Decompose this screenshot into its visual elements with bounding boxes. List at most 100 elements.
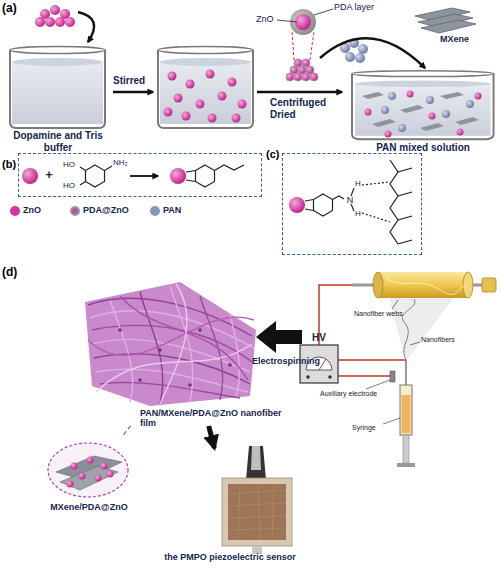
legend-swatch [150, 206, 160, 216]
annotation-label: Auxiliary electrode [320, 390, 396, 398]
panel-letter: (a) [2, 2, 26, 16]
nanofiber-film [138, 378, 142, 382]
reaction-scheme [105, 166, 113, 171]
hv-supply [306, 375, 310, 379]
node-text: Dopamine and Tris buffer [13, 130, 103, 153]
beaker [158, 50, 253, 128]
beaker [355, 84, 491, 136]
nanofiber-film [110, 300, 133, 402]
pda-zno-particles [196, 100, 205, 109]
zoom-detail [48, 443, 128, 497]
nanofiber-film [200, 296, 223, 400]
beaker [160, 62, 251, 124]
legend-swatch [70, 206, 80, 216]
pour-arrow [78, 12, 94, 42]
mixed-solution-contents [398, 124, 406, 132]
sensor-photo [272, 484, 274, 540]
syringe [397, 463, 415, 467]
reaction-box: HOHONH₂+ [18, 153, 262, 197]
nanofiber-film [188, 383, 192, 387]
annotation-label: Syringe [352, 424, 386, 432]
pan-particles [358, 44, 368, 54]
node-text: the PMPO piezoelectric sensor [160, 552, 300, 562]
sensor-photo [222, 478, 292, 546]
transfer-arrow [320, 38, 425, 68]
pda-zno-particles [186, 80, 195, 89]
mixed-solution-contents [385, 131, 392, 138]
leader-line [366, 300, 420, 424]
nanofiber-film [228, 363, 232, 367]
pda-zno-particles [206, 70, 215, 79]
reaction-scheme [86, 165, 105, 187]
zoom-detail [48, 443, 128, 497]
annotation-label: PDA layer [334, 2, 394, 12]
reaction-scheme [22, 168, 38, 184]
zno-particles [45, 17, 55, 27]
hydrogen-bond-structure [398, 240, 412, 244]
legend-entry: PAN [150, 206, 200, 218]
fiber-jet [390, 299, 452, 360]
beaker [355, 80, 491, 87]
beaker [352, 74, 494, 140]
node-text: MXene/PDA@ZnO [28, 502, 150, 512]
pda-zno-particles [208, 114, 217, 123]
structure-box: NHH [282, 153, 422, 255]
node-text: HO [63, 181, 81, 190]
mixed-solution-contents [429, 113, 436, 120]
syringe [403, 435, 409, 463]
hydrogen-bond-structure [398, 192, 412, 196]
leader-line [277, 9, 333, 22]
pda-zno-particles [164, 70, 247, 123]
reaction-scheme [215, 165, 245, 171]
annotation-label: Stirred [113, 75, 155, 87]
node-text: + [43, 168, 55, 183]
wire [338, 375, 390, 377]
mixed-solution-contents [440, 92, 464, 99]
nanofiber-film [88, 284, 254, 404]
beaker [158, 47, 253, 54]
mixed-solution-contents [381, 106, 389, 114]
nanofiber-film [170, 286, 193, 402]
nanofiber-film [85, 282, 256, 406]
mxene-flakes [421, 20, 476, 33]
node-text: HV [298, 332, 340, 344]
hydrogen-bond-structure [390, 160, 398, 244]
annotation-label: Electrospinning [252, 356, 326, 366]
mixed-solution-contents [362, 91, 482, 138]
zoom-circle: MXene/PDA@ZnO [28, 436, 150, 518]
legend-entry: ZnO [10, 206, 60, 218]
hydrogen-bond-structure [333, 196, 345, 200]
mixed-solution-contents [407, 91, 414, 98]
sensor-photo [228, 503, 286, 506]
reaction-scheme [80, 167, 86, 171]
panel-letter: (d) [2, 266, 24, 280]
beaker [352, 71, 494, 77]
legend-entry: PDA@ZnO [70, 206, 140, 218]
node-text: PAN/MXene/PDA@ZnO nanofiber film [140, 408, 300, 429]
pda-zno-particles [164, 108, 173, 117]
process-arrow [256, 321, 302, 353]
annotation-label: ZnO [256, 14, 278, 24]
mxene-flakes [415, 8, 476, 33]
hv-supply [319, 359, 326, 370]
legend-text: ZnO [23, 205, 41, 215]
annotation-label: Centrifuged Dried [270, 97, 336, 120]
collector-roller [373, 272, 383, 298]
hydrogen-bond-structure [289, 160, 412, 244]
node-text: PAN mixed solution [350, 142, 496, 154]
sensor-photo [228, 516, 286, 518]
leader-line [314, 9, 333, 15]
reaction-scheme [170, 168, 186, 184]
beaker [158, 47, 253, 129]
beaker [12, 58, 103, 66]
leader-line [410, 342, 420, 345]
leader-line [392, 300, 398, 309]
reaction-scheme [186, 180, 196, 182]
leader-line [366, 380, 390, 389]
hydrogen-bond-structure [398, 168, 412, 172]
syringe [400, 385, 412, 435]
dried-particle-pile [294, 59, 302, 67]
beaker [352, 71, 494, 139]
annotation-label: MXene [440, 34, 480, 44]
